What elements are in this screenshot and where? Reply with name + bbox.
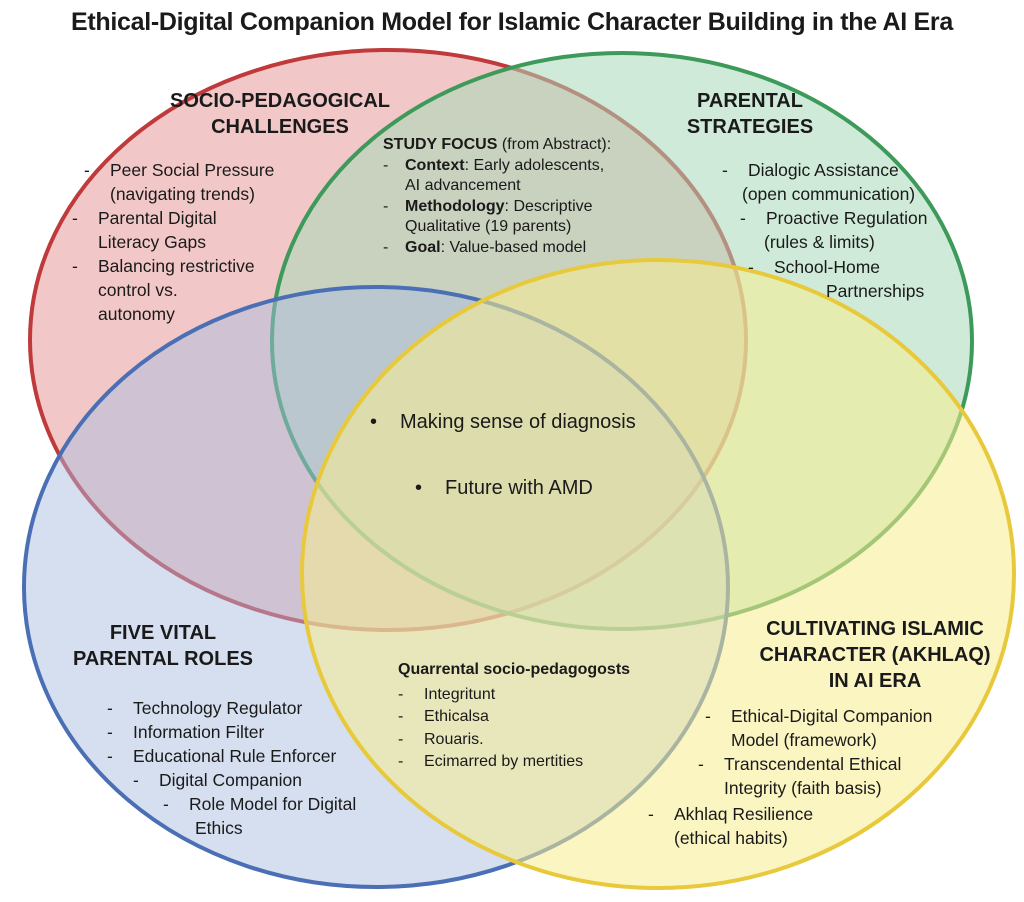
parental-heading: PARENTAL STRATEGIES — [686, 90, 814, 138]
list-item: -Integritunt — [398, 685, 496, 703]
list-item: -Digital Companion — [133, 770, 302, 790]
list-item: control vs. — [98, 280, 178, 300]
roles-list: -Technology Regulator -Information Filte… — [107, 698, 357, 838]
parental-item-2: -Proactive Regulation (rules & limits) — [740, 208, 928, 252]
study-focus: STUDY FOCUS (from Abstract): -Context: E… — [383, 136, 612, 256]
list-item: -Information Filter — [107, 722, 265, 742]
list-item: (navigating trends) — [110, 184, 255, 204]
roles-heading: FIVE VITAL PARENTAL ROLES — [72, 622, 253, 670]
list-item: -Peer Social Pressure — [84, 160, 275, 180]
list-item: -Ethicalsa — [398, 708, 489, 725]
list-item: -Educational Rule Enforcer — [107, 746, 337, 766]
list-item: autonomy — [98, 304, 175, 324]
quarrental-block: Quarrental socio-pedagogosts -Integritun… — [398, 660, 630, 774]
socio-heading: SOCIO-PEDAGOGICAL CHALLENGES — [169, 90, 390, 138]
list-item: -Ecimarred by mertities — [398, 753, 584, 770]
list-item: -Role Model for Digital — [163, 794, 357, 814]
list-item: -Rouaris. — [398, 730, 484, 748]
list-item: Literacy Gaps — [98, 232, 206, 252]
circle-islamic-character — [300, 258, 1016, 890]
list-item: -Balancing restrictive — [72, 256, 255, 276]
list-item: -Technology Regulator — [107, 698, 303, 718]
islamic-item-3: -Akhlaq Resilience (ethical habits) — [648, 804, 814, 848]
islamic-item-2: -Transcendental Ethical Integrity (faith… — [698, 754, 902, 798]
socio-list-2: -Parental Digital Literacy Gaps -Balanci… — [72, 206, 255, 326]
socio-list: -Peer Social Pressure (navigating trends… — [84, 158, 274, 206]
islamic-heading: CULTIVATING ISLAMIC CHARACTER (AKHLAQ) I… — [759, 618, 991, 692]
diagram-title: Ethical-Digital Companion Model for Isla… — [71, 8, 953, 36]
center-item-future: •Future with AMD — [415, 477, 593, 499]
list-item: -Parental Digital — [72, 208, 217, 228]
parental-item-1: -Dialogic Assistance (open communication… — [722, 160, 916, 204]
quarrental-heading: Quarrental socio-pedagogosts — [398, 661, 631, 678]
center-item-diagnosis: •Making sense of diagnosis — [370, 411, 636, 433]
parental-item-3: -School-Home Partnerships — [748, 257, 925, 301]
islamic-item-1: -Ethical-Digital Companion Model (framew… — [705, 706, 933, 750]
